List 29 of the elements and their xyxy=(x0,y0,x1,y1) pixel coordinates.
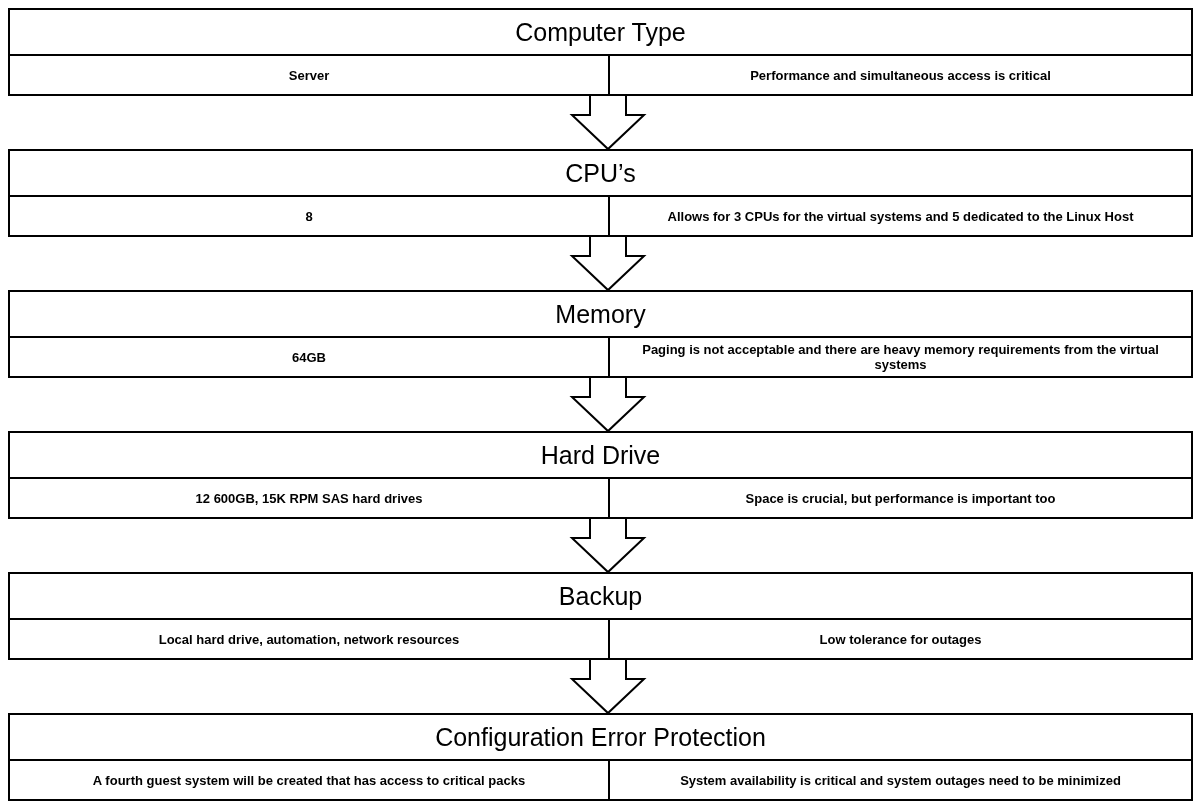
hollow-arrow xyxy=(569,95,647,151)
table-cell: 12 600GB, 15K RPM SAS hard drives xyxy=(10,477,608,517)
table-cell: Performance and simultaneous access is critical xyxy=(608,54,1191,94)
table-cell: 8 xyxy=(10,195,608,235)
hollow-arrow xyxy=(569,377,647,433)
section-heading: Hard Drive xyxy=(539,439,662,471)
hollow-arrow xyxy=(569,518,647,574)
section-box xyxy=(8,713,1193,801)
section-heading: Computer Type xyxy=(514,16,687,48)
hollow-arrow xyxy=(569,236,647,292)
table-cell: Allows for 3 CPUs for the virtual systems and 5 dedicated to the Linux Host xyxy=(608,195,1191,235)
hollow-arrow xyxy=(569,659,647,715)
section-box xyxy=(8,431,1193,519)
table-cell: 64GB xyxy=(10,336,608,376)
table-cell: Server xyxy=(10,54,608,94)
section-box xyxy=(8,290,1193,378)
section-box xyxy=(8,8,1193,96)
table-cell: Space is crucial, but performance is important too xyxy=(608,477,1191,517)
table-cell: A fourth guest system will be created that has access to critical packs xyxy=(10,759,608,799)
table-cell: Paging is not acceptable and there are heavy memory requirements from the virtual systems xyxy=(608,336,1191,376)
section-box xyxy=(8,572,1193,660)
section-box xyxy=(8,149,1193,237)
table-cell: Local hard drive, automation, network resources xyxy=(10,618,608,658)
section-heading: Backup xyxy=(557,580,644,612)
section-heading: CPU’s xyxy=(564,157,637,189)
section-heading: Configuration Error Protection xyxy=(434,721,767,753)
section-heading: Memory xyxy=(554,298,647,330)
table-cell: System availability is critical and system outages need to be minimized xyxy=(608,759,1191,799)
table-cell: Low tolerance for outages xyxy=(608,618,1191,658)
